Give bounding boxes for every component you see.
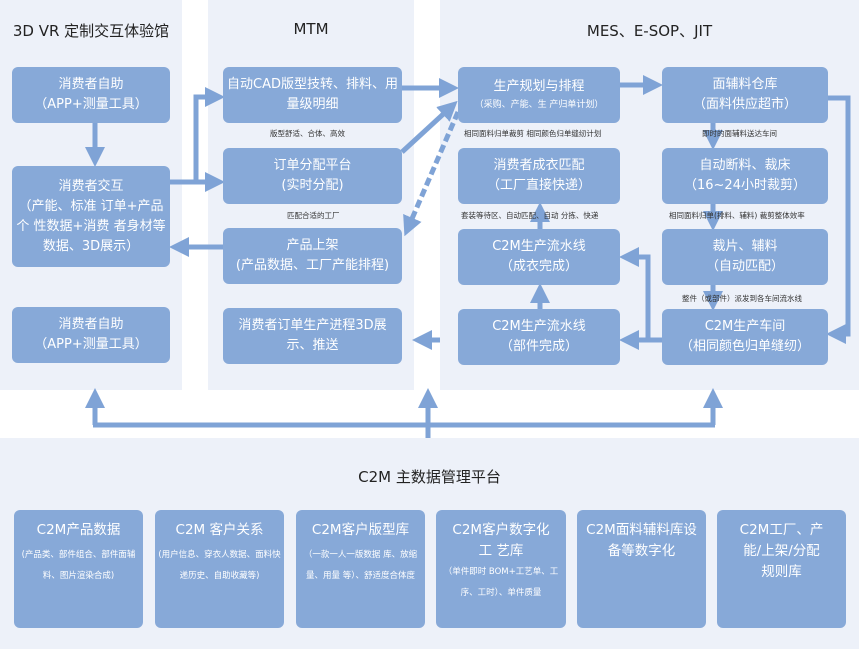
order-dispatch-box[interactable]: 订单分配平台 (实时分配): [223, 148, 402, 204]
box-title: 面辅料仓库: [712, 77, 778, 92]
fabric-warehouse-box[interactable]: 面辅料仓库 （面料供应超市）: [662, 67, 828, 123]
customer-relations-box[interactable]: C2M 客户关系 (用户信息、穿衣人数据、面料快递历史、自助收藏等): [155, 510, 284, 628]
cut-pieces-box[interactable]: 裁片、辅料 （自动匹配）: [662, 229, 828, 285]
product-data-box[interactable]: C2M产品数据 (产品类、部件组合、部件面辅料、图片渲染合成): [14, 510, 143, 628]
arrow: [170, 87, 225, 185]
arrow: [403, 111, 461, 237]
box-title: C2M生产流水线: [492, 319, 586, 334]
box-sub: （APP+测量工具）: [34, 97, 148, 112]
box-sub: （16~24小时裁剪）: [684, 178, 806, 193]
box-sub: （相同颜色归单缝纫）: [679, 339, 810, 354]
right-label: 套装等待区、自动匹配、自动 分拣、快递: [461, 211, 599, 220]
box-title: C2M客户数字化工 艺库: [452, 522, 550, 559]
box-title: 自动CAD版型技转、排料、用量级明细: [227, 77, 398, 112]
product-listing-box[interactable]: 产品上架 (产品数据、工厂产能排程): [223, 228, 402, 284]
box-title: 自动断料、裁床: [699, 158, 791, 173]
box-title: 产品上架: [286, 238, 339, 253]
arrow: [619, 247, 651, 340]
right-label: 即时的面辅料送达车间: [702, 129, 777, 138]
box-sub: （一款一人一版数据 库、放缩量、用量 等）、舒适度合体度: [303, 550, 418, 581]
consumer-self-service-box[interactable]: 消费者自助 （APP+测量工具）: [12, 67, 170, 123]
garment-matching-box[interactable]: 消费者成衣匹配 （工厂直接快递）: [458, 148, 620, 204]
box-title: C2M生产车间: [704, 319, 786, 334]
box-title: 消费者交互: [58, 178, 124, 194]
box-title: 消费者订单生产进程3D展示、推送: [238, 318, 387, 353]
auto-cad-box[interactable]: 自动CAD版型技转、排料、用量级明细: [223, 67, 402, 123]
middle-panel-title: MTM: [293, 20, 329, 38]
garment-line-box[interactable]: C2M生产流水线 （成衣完成）: [458, 229, 620, 285]
process-library-box[interactable]: C2M客户数字化工 艺库 （单件即时 BOM+工艺单、工序、工时）、单件质量: [436, 510, 566, 628]
box-title: 裁片、辅料: [712, 239, 778, 254]
arrow: [826, 95, 851, 344]
production-workshop-box[interactable]: C2M生产车间 （相同颜色归单缝纫）: [662, 309, 828, 365]
box-title: 消费者自助: [58, 317, 124, 332]
right-panel-title: MES、E-SOP、JIT: [586, 22, 713, 40]
consumer-self-service-box-2[interactable]: 消费者自助 （APP+测量工具）: [12, 307, 170, 363]
factory-rules-box[interactable]: C2M工厂、产能/上架/分配规则库: [717, 510, 846, 628]
arrow: [400, 100, 458, 154]
box-sub: (实时分配): [281, 178, 344, 193]
pattern-library-box[interactable]: C2M客户版型库 （一款一人一版数据 库、放缩量、用量 等）、舒适度合体度: [296, 510, 425, 628]
middle-label: 版型舒适、合体、高效: [270, 129, 345, 138]
box-sub: （APP+测量工具）: [34, 337, 148, 352]
parts-line-box[interactable]: C2M生产流水线 （部件完成）: [458, 309, 620, 365]
box-sub: （采购、产能、生 产归单计划）: [474, 100, 604, 110]
box-title: 消费者自助: [58, 77, 124, 92]
box-title: C2M工厂、产能/上架/分配规则库: [739, 522, 824, 580]
box-title: 消费者成衣匹配: [493, 158, 585, 173]
auto-cutting-box[interactable]: 自动断料、裁床 （16~24小时裁剪）: [662, 148, 828, 204]
consumer-interaction-box[interactable]: 消费者交互 （产能、标准 订单+产品个 性数据+消费 者身材等数据、3D展示）: [12, 166, 170, 267]
box-sub: (产品类、部件组合、部件面辅料、图片渲染合成): [21, 550, 136, 581]
right-label: 相同面料归单裁剪 相同颜色归单缝纫计划: [464, 129, 602, 138]
box-sub: （自动匹配）: [705, 259, 784, 274]
box-title: 订单分配平台: [273, 158, 352, 173]
box-sub: （部件完成）: [499, 339, 578, 354]
box-title: C2M产品数据: [36, 522, 121, 538]
box-sub: （单件即时 BOM+工艺单、工序、工时）、单件质量: [443, 567, 559, 598]
box-title: C2M面料辅料库设备等数字化: [586, 522, 697, 559]
middle-label: 匹配合适的工厂: [287, 211, 340, 220]
box-sub: (用户信息、穿衣人数据、面料快递历史、自助收藏等): [158, 550, 281, 581]
production-planning-box[interactable]: 生产规划与排程 （采购、产能、生 产归单计划）: [458, 67, 620, 123]
box-title: C2M 客户关系: [175, 522, 264, 538]
right-label: 相同面料归单(排料、辅料) 裁剪整体效率: [669, 211, 805, 220]
box-sub: （产能、标准 订单+产品个 性数据+消费 者身材等数据、3D展示）: [16, 198, 166, 254]
order-progress-3d-box[interactable]: 消费者订单生产进程3D展示、推送: [223, 308, 402, 364]
left-panel-title: 3D VR 定制交互体验馆: [12, 22, 170, 40]
box-sub: （工厂直接快递）: [486, 178, 591, 193]
bottom-panel: [0, 438, 859, 649]
box-sub: （成衣完成）: [499, 259, 578, 274]
box-sub: (产品数据、工厂产能排程): [235, 258, 390, 273]
box-title: 生产规划与排程: [493, 79, 585, 94]
box-title: C2M客户版型库: [311, 522, 410, 538]
fabric-library-box[interactable]: C2M面料辅料库设备等数字化: [577, 510, 706, 628]
bottom-panel-title: C2M 主数据管理平台: [358, 468, 501, 486]
right-label: 整件（或部件）派发到各车间流水线: [682, 294, 802, 303]
box-sub: （面料供应超市）: [692, 97, 797, 112]
box-title: C2M生产流水线: [492, 239, 586, 254]
